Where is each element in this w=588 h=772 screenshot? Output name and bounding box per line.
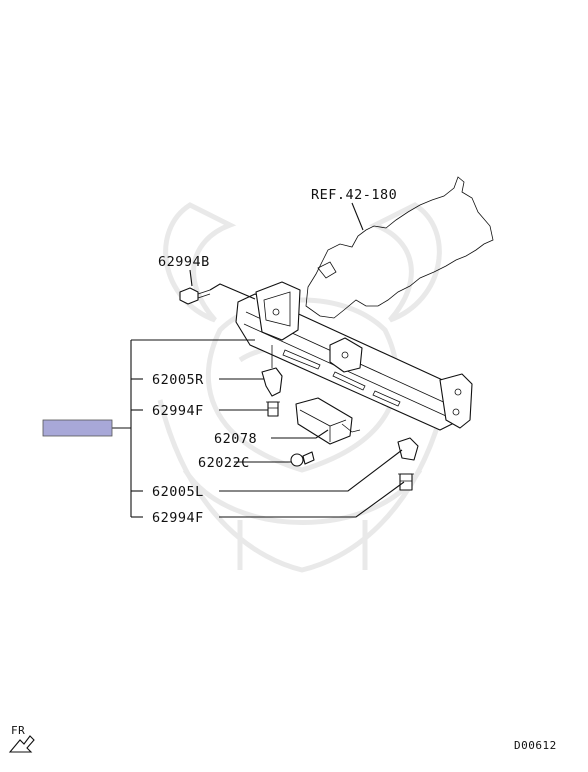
label-62005r: 62005R [152,372,204,388]
bracket-62005l [397,437,419,461]
bolt-62994b-leader [209,283,256,300]
direction-label: FR [11,724,25,737]
label-62994b: 62994B [158,254,210,270]
leader-62078 [271,429,329,439]
bolt-62994f-upper [266,401,280,417]
clip-62022c [290,451,315,467]
label-62994f-upper: 62994F [152,403,204,419]
bolt-62994f-lower [398,473,414,491]
front-direction-arrow-icon [8,735,35,753]
assembly-number-box[interactable] [42,419,113,437]
label-62022c: 62022C [198,455,250,471]
leader-62005l [219,449,403,492]
bracket-62005r [261,367,283,397]
group-leader-bracket [112,339,255,518]
bolt-62994b [179,287,211,305]
bolt-62994b-label-line [189,269,193,287]
control-module-62078 [295,397,361,445]
label-62078: 62078 [214,431,257,447]
diagram-code: D00612 [514,739,557,752]
ref-label: REF.42-180 [311,187,397,203]
label-62005l: 62005L [152,484,204,500]
leader-62994f-lower [219,481,405,518]
ref-leader-line [351,202,364,231]
reference-part-outline [305,176,494,319]
crossmember [235,281,473,431]
label-62994f-lower: 62994F [152,510,204,526]
